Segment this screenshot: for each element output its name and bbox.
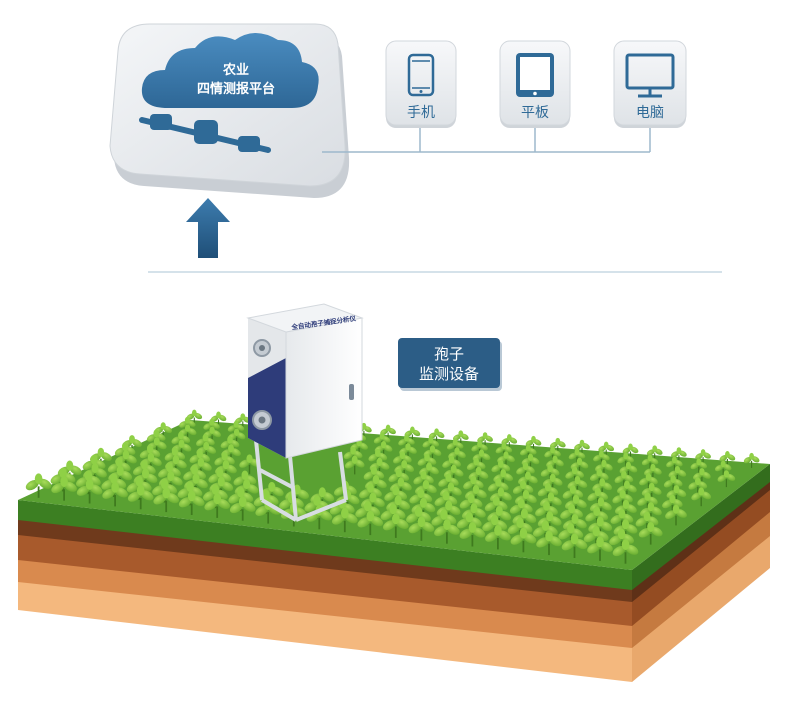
crop-plant [383,513,409,538]
crop-plant [220,435,240,454]
crop-plant [127,484,154,510]
crop-plant [641,454,659,471]
device-label-computer: 电脑 [636,105,664,121]
equipment-callout: 孢子 监测设备 [398,338,502,391]
crop-plant [507,517,533,542]
crop-plant [442,455,461,474]
crop-plant [51,476,77,501]
crop-plant [595,459,613,477]
crop-plant [521,453,540,471]
crop-plant [76,479,103,504]
crop-plants [25,409,760,564]
crop-plant [589,468,609,487]
upload-arrow-icon [186,198,230,258]
platform-tile: 农业 四情测报平台 [109,23,350,198]
crop-plant [152,478,177,503]
crop-plant [471,440,488,457]
crop-plant [227,428,246,446]
crop-plant [102,482,128,507]
crop-plant [719,451,736,466]
crop-plant [536,530,562,556]
crop-plant [622,443,639,459]
crop-plant [332,507,358,533]
crop-plant [229,496,256,521]
sensor-port-icon [252,410,272,430]
crop-plant [615,499,637,521]
crop-plant [693,468,711,485]
platform-title-line2: 四情测报平台 [197,81,275,97]
crop-plant [691,487,712,507]
sensor-port-icon [253,339,271,357]
crop-plant [644,463,662,481]
crop-plant [122,435,142,454]
crop-plant [434,519,460,544]
crop-plant [671,447,687,463]
crop-plant [178,490,205,515]
crop-plant [404,426,421,442]
crop-plant [635,511,659,534]
crop-plant [695,449,711,465]
crop-plant [717,470,736,488]
crop-plant [714,460,732,477]
crop-plant [344,455,365,475]
crop-plant [357,510,384,536]
spore-monitor-cabinet: 全自动孢子捕捉分析仪 [246,303,364,522]
crop-plant [423,445,442,463]
platform-title-line1: 农业 [222,62,249,78]
crop-plant [570,457,589,475]
crop-plant [25,473,52,498]
device-phone: 手机 [385,40,457,128]
crop-plant [177,481,203,506]
crop-plant [495,442,513,459]
smartphone-icon [407,53,435,97]
crop-plant [612,539,639,564]
crop-plant [408,516,435,541]
crop-plant [510,527,537,553]
monitor-icon [625,53,675,98]
crop-plant [568,448,586,465]
network-nodes-icon [139,114,271,153]
crop-plant [512,508,537,532]
crop-plant [666,456,683,473]
device-label-phone: 手机 [407,105,435,121]
crop-plant [743,452,760,468]
crop-plant [639,473,658,491]
crop-plant [459,522,486,547]
crop-plant [456,512,482,536]
crop-plant [204,493,230,518]
crop-plant [609,528,634,553]
crop-plant [542,473,563,493]
crop-plant [587,536,613,561]
callout-line2: 监测设备 [419,365,479,383]
crop-plant [82,455,106,477]
crop-plant [574,439,590,455]
crop-plant [646,445,663,461]
crop-plant [663,475,683,493]
cloud-icon [141,33,319,108]
device-tablet: 平板 [499,40,571,128]
device-computer: 电脑 [613,40,687,128]
crop-plant [343,446,363,465]
crop-plant [355,501,381,525]
crop-plant [668,466,687,483]
crop-plant [549,437,566,453]
callout-line1: 孢子 [434,345,464,363]
connector-lines [322,128,651,153]
crop-plant [665,504,687,526]
crop-plant [153,487,179,513]
crop-plant [186,409,203,425]
device-label-tablet: 平板 [521,105,549,121]
crop-plant [614,470,634,489]
crop-plant [446,438,464,455]
crop-plant [619,461,638,479]
tablet-icon [516,53,554,97]
crop-plant [561,533,588,558]
crop-plant [598,441,615,457]
crop-plant [688,477,708,496]
crop-plant [565,466,585,485]
crop-plant [490,487,512,509]
crop-plant [638,521,663,545]
crop-plant [485,525,511,550]
